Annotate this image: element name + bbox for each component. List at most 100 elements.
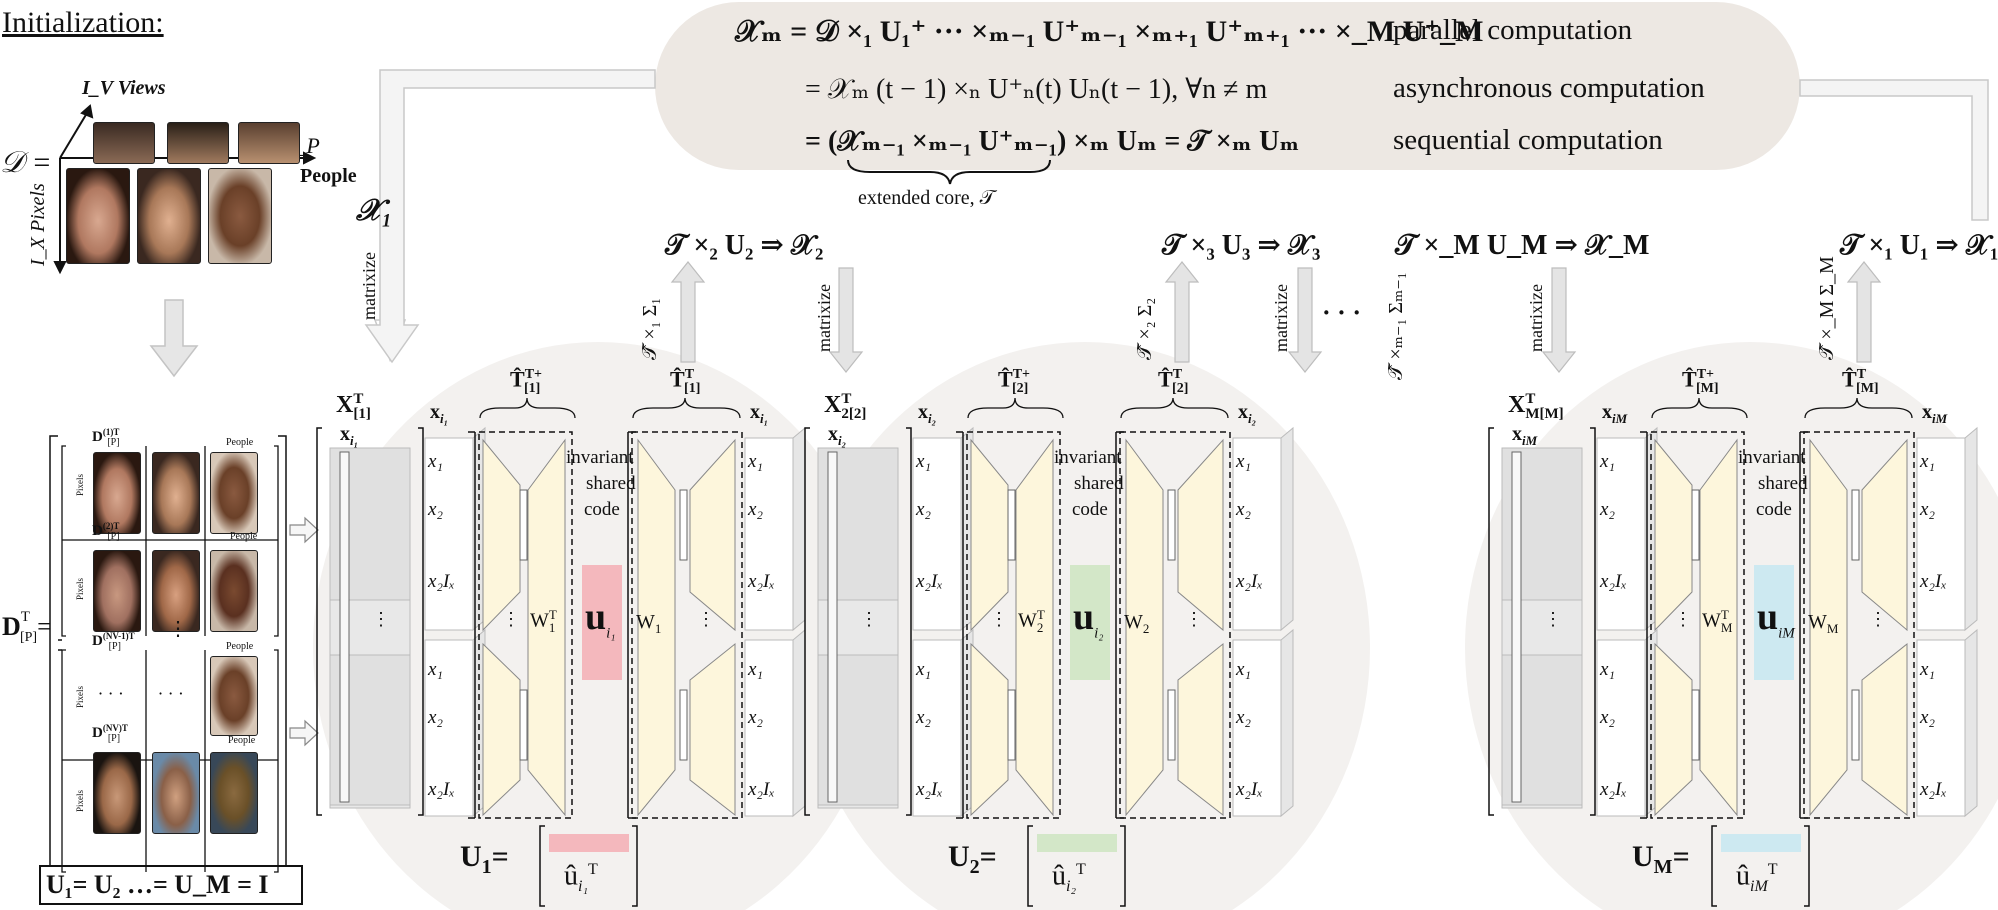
module-3-output-xi: xiM [1922, 401, 1948, 426]
module-1-output-entry: x₂ [748, 707, 764, 728]
module-3-decoder-label: T̂T[M] [1842, 366, 1879, 396]
dt-face-2-1 [93, 550, 141, 632]
module-3-output-entry: x₂Iₓ [1920, 779, 1947, 800]
module-1-output-entry: x₂Iₓ [748, 779, 775, 800]
module-3-output-entry: x₂ [1920, 499, 1936, 520]
module-1-enc-dots: ⋮ [502, 609, 520, 629]
dt-blocks-frame [61, 445, 279, 873]
dt-face-4-2 [152, 752, 200, 834]
module-3-input-entry: x₂Iₓ [1600, 779, 1627, 800]
dt-face-4-3 [210, 752, 258, 834]
formula-line-2: = 𝒳ₘ (t − 1) ×ₙ U⁺ₙ(t) Uₙ(t − 1), ∀n ≠ m [805, 74, 1268, 105]
module-2-x-matrix-dots: ⋮ [860, 609, 878, 629]
module-1-u-matrix-label: U1= [460, 840, 509, 878]
module-3-code-u: uiM [1757, 596, 1795, 642]
module-1-encoder-label: T̂T+[1] [510, 366, 543, 396]
module-2-w-encoder: WT2 [1018, 607, 1045, 635]
module-3-dec-dots: ⋮ [1869, 609, 1887, 629]
dt-block-3-pixels: Pixels [75, 685, 85, 708]
module-2-code-u: ui₂ [1073, 596, 1104, 642]
dt-block-4-label: D(NV)T[P] [92, 723, 128, 744]
module-3-enc-dots: ⋮ [1674, 609, 1692, 629]
module-2-invariant-text: code [1072, 499, 1108, 520]
module-1-structure [316, 397, 806, 907]
dt-block-4-pixels: Pixels [75, 789, 85, 812]
module-1-x-matrix-label: XT[1] [336, 391, 371, 422]
module-1-input-xi: xi₁ [430, 401, 449, 426]
face-back-3 [238, 122, 300, 164]
formula-line-1-desc: parallel computation [1393, 14, 1633, 46]
module-2-input-entry: x₁ [916, 451, 932, 472]
module-1-code-u: ui₁ [585, 596, 616, 642]
module-1-x-matrix-dots: ⋮ [372, 609, 390, 629]
feedback-arrow-left [364, 69, 656, 364]
module-3-w-encoder: WTM [1702, 607, 1733, 635]
module-3-input-entry: x₂ [1600, 499, 1616, 520]
module-2-output-entry: x₂ [1236, 707, 1252, 728]
matrixize-arrows [828, 267, 1577, 373]
dt-block-3-label: D(NV-1)T[P] [92, 631, 135, 652]
dt-hdots-2: · · · [158, 684, 184, 703]
module-2-structure [804, 397, 1294, 907]
dt-block-4-people: People [228, 735, 256, 746]
module-3-input-entry: x₁ [1600, 659, 1616, 680]
module-1-w-decoder: W1 [636, 611, 662, 636]
module-1-input-entry: x₁ [428, 451, 444, 472]
dt-face-1-3 [210, 452, 258, 534]
module-2-output-entry: x₂Iₓ [1236, 571, 1263, 592]
module-1-output-entry: x₁ [748, 659, 764, 680]
module-3-output-entry: x₂Iₓ [1920, 571, 1947, 592]
formula-brace-label: extended core, 𝒯 [858, 187, 995, 209]
module-2-input-entry: x₁ [916, 659, 932, 680]
module-3-input-entry: x₂Iₓ [1600, 571, 1627, 592]
module-3-x-matrix-label: XTM[M] [1508, 391, 1564, 422]
label-x1-left: 𝒳₁ [356, 194, 393, 227]
module-2-u-matrix-label: U2= [948, 840, 997, 878]
label-t1-right: 𝒯 ×₁ U₁ ⇒ 𝒳₁ [1840, 230, 1998, 261]
init-down-arrow [149, 299, 199, 378]
module-3-u-matrix-label: UM= [1632, 840, 1690, 878]
module-2-invariant-text: shared [1074, 473, 1124, 494]
people-axis-word: People [300, 165, 357, 187]
label-t3: 𝒯 ×₃ U₃ ⇒ 𝒳₃ [1162, 230, 1321, 261]
pixels-axis-label: I_X Pixels [27, 183, 49, 266]
dt-label: DT[P]= [2, 609, 52, 646]
module-1-decoder-label: T̂T[1] [670, 366, 701, 396]
module-3-output-entry: x₂ [1920, 707, 1936, 728]
formula-line-2-desc: asynchronous computation [1393, 72, 1705, 104]
dt-block-3-people: People [226, 641, 254, 652]
views-axis-label: I_V Views [82, 77, 166, 99]
dt-face-3-3 [210, 656, 258, 736]
dt-block-1-pixels: Pixels [75, 473, 85, 496]
module-m-structure [1488, 397, 1978, 907]
module-1-input-entry: x₂Iₓ [428, 571, 455, 592]
formula-underbrace [847, 159, 1051, 185]
module-2-output-entry: x₁ [1236, 659, 1252, 680]
module-2-input-xi: xi₂ [918, 401, 937, 426]
module-1-output-entry: x₁ [748, 451, 764, 472]
module-3-encoder-label: T̂T+[M] [1682, 366, 1719, 396]
matrixize-m: matrixize [1526, 284, 1546, 352]
module-1-invariant-text: code [584, 499, 620, 520]
label-t2: 𝒯 ×₂ U₂ ⇒ 𝒳₂ [665, 230, 824, 261]
module-1-u-hat: ûi₁T [564, 860, 598, 895]
face-front-2 [137, 168, 201, 264]
module-3-invariant-text: code [1756, 499, 1792, 520]
module-1-input-entry: x₂ [428, 707, 444, 728]
module-1-output-entry: x₂Iₓ [748, 571, 775, 592]
dt-vdots: ⋮ [168, 616, 188, 640]
module-2-output-xi: xi₂ [1238, 401, 1257, 426]
matrixize-3: matrixize [1271, 284, 1291, 352]
module-2-x-matrix-label: XT2[2] [824, 391, 867, 422]
label-tm: 𝒯 ×_M U_M ⇒ 𝒳_M [1395, 230, 1650, 261]
face-back-1 [93, 122, 155, 164]
dt-hdots-1: · · · [98, 684, 124, 703]
module-3-w-decoder: WM [1808, 611, 1839, 636]
dt-block-2-people: People [230, 531, 258, 542]
module-3-invariant-text: invariant [1738, 447, 1806, 468]
module-3-x-matrix-xi: xiM [1512, 423, 1538, 448]
module-1-w-encoder: WT1 [530, 607, 557, 635]
dt-face-2-3 [210, 550, 258, 632]
sigma-m: 𝒯̂ ×_M Σ_M [1816, 256, 1838, 360]
sigma-1: 𝒯̂ ×₁ Σ₁ [639, 297, 661, 360]
